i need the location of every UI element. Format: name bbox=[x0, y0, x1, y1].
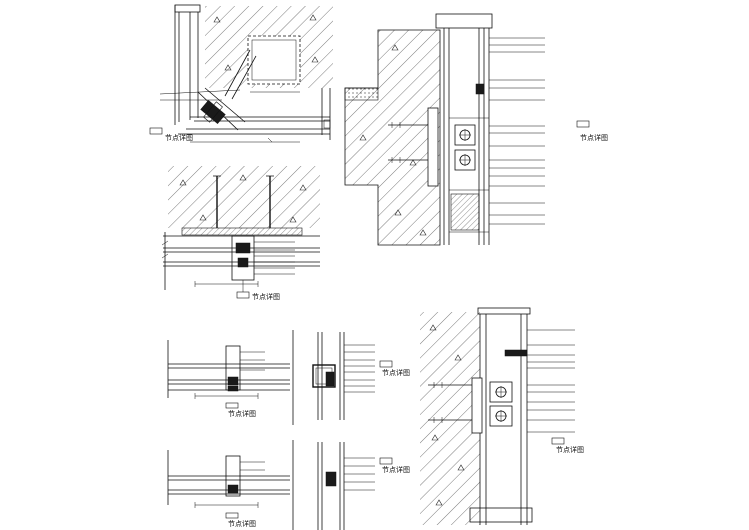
horizontal-section: 节点详图 bbox=[167, 450, 290, 528]
leader-lines bbox=[254, 241, 295, 275]
bracket-plate bbox=[427, 107, 439, 187]
detail-tag-box bbox=[379, 457, 393, 465]
leader-lines bbox=[489, 37, 545, 225]
bracket-plate bbox=[471, 377, 483, 434]
lower-wall-section-detail: 节点详图 bbox=[420, 307, 584, 525]
connector-lower bbox=[454, 149, 476, 171]
horizontal-section: 节点详图 bbox=[167, 340, 290, 418]
detail-label: 节点详图 bbox=[382, 368, 410, 377]
connector-lower bbox=[489, 405, 513, 427]
embed-plate bbox=[181, 227, 303, 236]
leader-lines bbox=[527, 329, 575, 433]
mullion-detail-2: 节点详图 节点详图 bbox=[167, 440, 410, 530]
connector-upper bbox=[454, 124, 476, 146]
mullion-detail-1: 节点详图 节点详图 bbox=[167, 330, 410, 425]
detail-label: 节点详图 bbox=[228, 409, 256, 418]
detail-tag-box bbox=[576, 120, 590, 128]
detail-label: 节点详图 bbox=[580, 133, 608, 142]
anchor-bolts bbox=[388, 122, 428, 163]
anchor-bolts bbox=[213, 175, 274, 228]
detail-label: 节点详图 bbox=[165, 133, 193, 142]
detail-tag-box bbox=[149, 127, 163, 135]
vertical-section: 节点详图 bbox=[312, 332, 410, 420]
bracket-detail: 节点详图 bbox=[161, 166, 320, 301]
detail-tag-box bbox=[551, 437, 565, 445]
detail-tag-box bbox=[225, 512, 239, 519]
detail-tag-box bbox=[225, 402, 239, 409]
panel-layers bbox=[477, 307, 531, 525]
concrete-wall bbox=[344, 29, 441, 246]
insulation bbox=[450, 193, 480, 231]
detail-tag-box bbox=[379, 360, 393, 368]
mullion bbox=[231, 235, 255, 292]
vertical-section: 节点详图 bbox=[317, 442, 410, 530]
corner-detail: 节点详图 bbox=[149, 4, 333, 143]
wall-section-detail: 节点详图 bbox=[344, 13, 608, 246]
mullion bbox=[225, 455, 241, 497]
corner-bracket bbox=[197, 49, 257, 131]
detail-label: 节点详图 bbox=[228, 519, 256, 528]
steel-frame-box bbox=[247, 35, 301, 85]
detail-label: 节点详图 bbox=[382, 465, 410, 474]
anchor-bolts bbox=[428, 382, 472, 423]
base-block bbox=[469, 507, 533, 523]
connector-upper bbox=[489, 381, 513, 403]
floor-finish bbox=[344, 87, 379, 101]
panel-layers bbox=[435, 13, 493, 245]
concrete-wall bbox=[420, 312, 480, 525]
vertical-panel bbox=[174, 4, 201, 125]
horizontal-panel bbox=[178, 88, 331, 140]
detail-label: 节点详图 bbox=[252, 292, 280, 301]
detail-tag-box bbox=[236, 291, 250, 299]
detail-label: 节点详图 bbox=[556, 445, 584, 454]
concrete-hatch bbox=[168, 166, 320, 228]
